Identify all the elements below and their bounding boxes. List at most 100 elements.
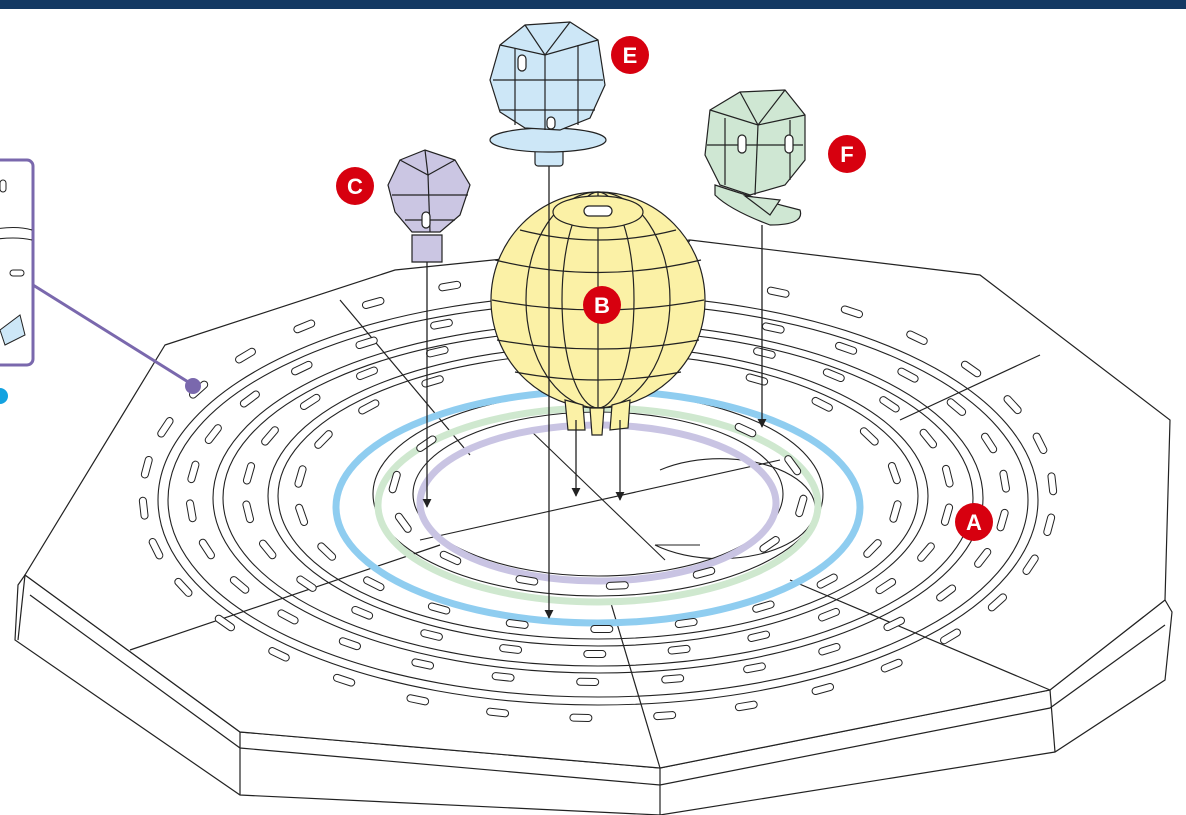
- slot: [420, 629, 443, 641]
- label-C: C: [336, 167, 374, 205]
- slot: [880, 658, 903, 673]
- slot: [291, 360, 313, 376]
- slot: [295, 503, 309, 526]
- slot: [759, 536, 780, 553]
- slot: [1047, 472, 1058, 496]
- slot: [940, 503, 954, 526]
- slot: [363, 576, 385, 592]
- slot: [863, 539, 882, 558]
- slot: [889, 500, 902, 523]
- slot: [692, 566, 716, 579]
- slot: [332, 673, 356, 687]
- slot: [338, 637, 361, 651]
- part-C-planet: [387, 149, 471, 263]
- label-A-badge: [955, 503, 993, 541]
- slot: [411, 658, 435, 670]
- slot: [835, 341, 858, 355]
- slot: [859, 427, 879, 446]
- slot: [840, 305, 864, 319]
- slot: [811, 682, 835, 696]
- slot: [818, 642, 841, 656]
- slot: [605, 581, 629, 590]
- slot: [996, 508, 1009, 532]
- slot: [505, 619, 529, 629]
- callout-pointer-dot: [185, 378, 201, 394]
- slot: [747, 630, 771, 642]
- slot: [1003, 395, 1022, 415]
- slot: [388, 470, 401, 494]
- slot: [795, 494, 808, 518]
- slot: [1032, 432, 1048, 455]
- slot: [148, 537, 164, 560]
- slot: [430, 318, 453, 330]
- callout-frame: [0, 158, 35, 367]
- detail-callout: [0, 158, 201, 404]
- slot: [258, 539, 277, 560]
- slot: [879, 396, 900, 413]
- slot: [427, 602, 451, 615]
- slot: [818, 607, 840, 622]
- slot: [974, 547, 992, 568]
- slot: [361, 296, 385, 310]
- slot: [140, 455, 153, 479]
- slot: [198, 538, 215, 560]
- slot: [1043, 513, 1056, 537]
- slot: [214, 614, 236, 632]
- label-E-badge: [611, 36, 649, 74]
- slot: [569, 713, 593, 722]
- slot: [204, 424, 222, 445]
- label-A-text: A: [966, 510, 982, 535]
- slot: [941, 464, 954, 488]
- slot: [351, 605, 374, 620]
- slot: [406, 694, 430, 706]
- slot: [816, 573, 838, 589]
- slot: [299, 393, 321, 410]
- slot: [358, 399, 380, 415]
- top-banner: [0, 0, 1186, 9]
- label-A: A: [955, 503, 993, 541]
- slot: [811, 396, 833, 412]
- label-C-text: C: [347, 174, 363, 199]
- slot: [239, 390, 260, 408]
- part-E-planet: [489, 21, 607, 167]
- label-B-text: B: [594, 293, 610, 318]
- base-slots: [138, 280, 1058, 722]
- slot: [296, 575, 317, 592]
- slot: [355, 336, 378, 350]
- label-F-badge: [828, 135, 866, 173]
- slot: [394, 512, 412, 533]
- slot: [734, 700, 758, 712]
- slot: [734, 422, 757, 438]
- slot: [999, 469, 1010, 493]
- slot: [356, 366, 378, 381]
- slot: [981, 432, 998, 454]
- slot: [590, 624, 614, 634]
- slot: [784, 455, 802, 476]
- slot: [491, 672, 515, 682]
- slot: [261, 426, 279, 446]
- label-F: F: [828, 135, 866, 173]
- slot: [960, 360, 982, 378]
- callout-blue-dot: [0, 388, 8, 404]
- slot: [294, 465, 307, 488]
- slot: [277, 609, 299, 625]
- slot: [187, 460, 200, 484]
- label-F-text: F: [840, 142, 853, 167]
- slot: [906, 330, 928, 345]
- slot: [229, 576, 250, 594]
- slot: [752, 600, 775, 613]
- slot: [438, 280, 462, 292]
- slot: [1022, 554, 1039, 575]
- slot: [293, 319, 316, 334]
- label-E: E: [611, 36, 649, 74]
- part-F-planet: [704, 89, 806, 226]
- slot: [576, 677, 600, 686]
- slot: [875, 578, 897, 595]
- slot: [174, 577, 193, 597]
- base-platform-A: [14, 239, 1173, 815]
- slot: [766, 286, 790, 298]
- slot: [936, 584, 957, 602]
- slot: [439, 550, 462, 566]
- slot: [138, 496, 149, 520]
